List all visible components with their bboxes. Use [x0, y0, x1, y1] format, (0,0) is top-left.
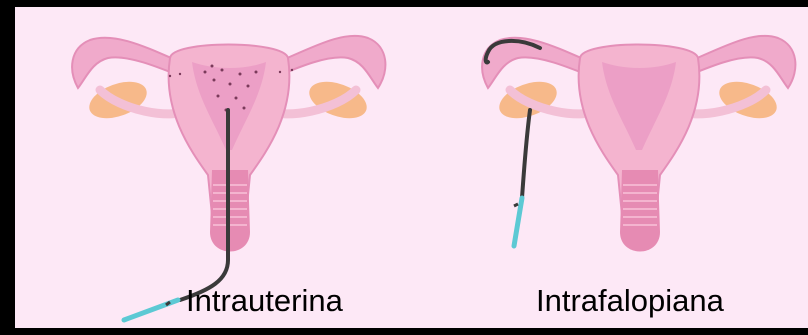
label-intrauterine: Intrauterina	[186, 285, 343, 316]
uterus-right	[482, 36, 795, 252]
cervix-right	[620, 170, 660, 252]
uterus-left	[72, 36, 385, 320]
label-intrafallopian: Intrafalopiana	[536, 285, 724, 316]
